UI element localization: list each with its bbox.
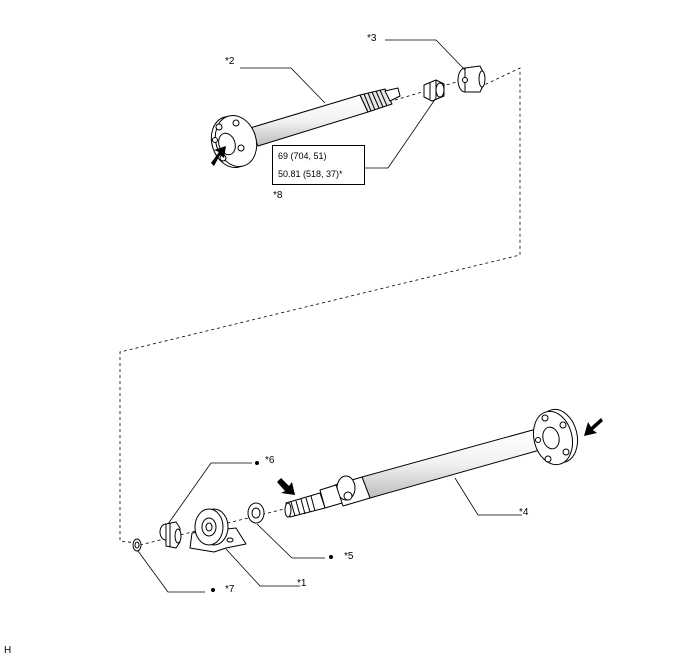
arrow-icon — [211, 146, 226, 166]
center-bearing-part — [189, 508, 247, 553]
leader-line-7 — [137, 550, 205, 593]
axis-dashed-line-upper — [394, 77, 471, 101]
leader-line-2 — [240, 67, 326, 104]
snap-ring-part — [132, 538, 142, 552]
callout-label-3: *3 — [367, 33, 377, 44]
leader-line-3 — [385, 39, 466, 71]
flange-part — [457, 65, 486, 93]
callout-label-5: *5 — [344, 551, 354, 562]
callout-label-6: *6 — [265, 455, 275, 466]
bullet-dot — [329, 555, 333, 559]
torque-value-primary: 69 (704, 51) — [278, 151, 327, 161]
assembly-dashed-line — [119, 67, 521, 544]
leader-line-1 — [225, 548, 300, 587]
arrow-icon — [277, 478, 295, 495]
leader-line-5 — [256, 523, 325, 559]
lower-propeller-shaft — [284, 408, 579, 518]
upper-propeller-shaft — [210, 87, 401, 168]
torque-value-secondary: 50.81 (518, 37)* — [278, 169, 343, 179]
leader-line-6 — [167, 462, 252, 525]
bullet-dot — [211, 588, 215, 592]
bullet-dot — [255, 461, 259, 465]
leader-line-8 — [363, 97, 437, 169]
callout-label-4: *4 — [519, 507, 529, 518]
washer-part — [247, 502, 265, 524]
bullet-dots — [211, 461, 333, 592]
callout-label-7: *7 — [225, 584, 235, 595]
callout-label-1: *1 — [297, 578, 307, 589]
center-nut-part — [159, 521, 182, 549]
leader-line-4 — [454, 477, 522, 516]
callout-label-8: *8 — [273, 190, 283, 201]
figure-code: H — [4, 645, 12, 656]
arrow-icon — [584, 418, 603, 436]
torque-spec-box: 69 (704, 51) 50.81 (518, 37)* — [272, 145, 365, 185]
leader-lines — [137, 39, 522, 593]
lock-nut-part — [423, 79, 445, 102]
callout-label-2: *2 — [225, 56, 235, 67]
